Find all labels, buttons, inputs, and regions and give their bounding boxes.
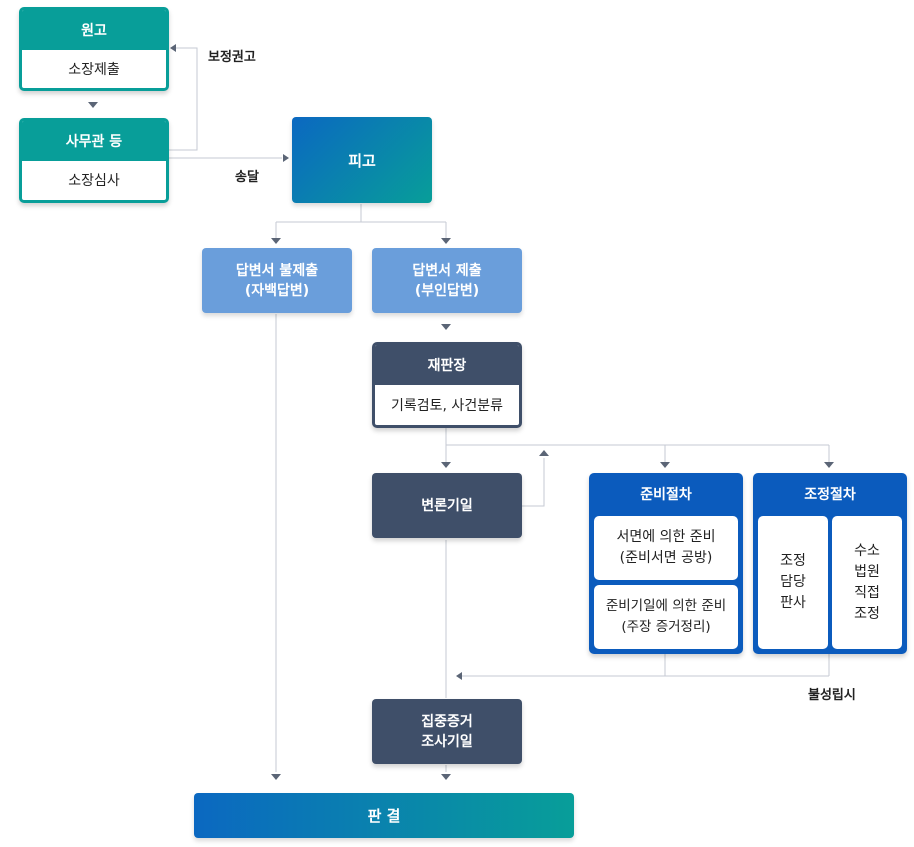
mediation-item2-line4: 조정	[854, 605, 880, 622]
presiding-body: 기록검토, 사건분류	[391, 398, 503, 414]
mediation-judge-box: 조정 담당 판사	[758, 516, 828, 649]
preparation-item1-line1: 서면에 의한 준비	[616, 529, 716, 545]
mediation-item2-line1: 수소	[854, 542, 880, 559]
mediation-title: 조정절차	[804, 487, 856, 503]
mediation-item2-line3: 직접	[854, 584, 880, 601]
answer-line1: 답변서 제출	[412, 262, 482, 279]
mediation-panel: 조정절차 조정 담당 판사 수소 법원 직접 조정	[753, 473, 907, 654]
preparation-hearing-box: 준비기일에 의한 준비 (주장 증거정리)	[594, 585, 738, 649]
hearing-box: 변론기일	[372, 473, 522, 538]
delivery-label: 송달	[235, 170, 259, 185]
intensive-line2: 조사기일	[421, 733, 473, 750]
mediation-item1-line3: 판사	[780, 595, 806, 611]
hearing-title: 변론기일	[421, 497, 473, 514]
preparation-item2-line1: 준비기일에 의한 준비	[605, 598, 727, 614]
clerk-box: 사무관 등 소장심사	[19, 118, 169, 203]
intensive-evidence-box: 집중증거 조사기일	[372, 699, 522, 764]
preparation-written-box: 서면에 의한 준비 (준비서면 공방)	[594, 516, 738, 580]
preparation-item1-line2: (준비서면 공방)	[619, 550, 713, 566]
mediation-court-box: 수소 법원 직접 조정	[832, 516, 902, 649]
preparation-title: 준비절차	[640, 487, 692, 503]
correction-label: 보정권고	[208, 50, 256, 65]
failure-label: 불성립시	[808, 688, 856, 703]
mediation-item1-line2: 담당	[780, 574, 806, 590]
mediation-item2-line2: 법원	[854, 563, 880, 580]
preparation-panel: 준비절차 서면에 의한 준비 (준비서면 공방) 준비기일에 의한 준비 (주장…	[589, 473, 743, 654]
judgment-title: 판 결	[367, 807, 401, 825]
clerk-body: 소장심사	[68, 173, 120, 189]
intensive-line1: 집중증거	[421, 713, 473, 730]
plaintiff-box: 원고 소장제출	[19, 7, 169, 91]
presiding-title: 재판장	[375, 345, 519, 385]
defendant-title: 피고	[348, 151, 376, 170]
plaintiff-body: 소장제출	[68, 62, 120, 78]
presiding-judge-box: 재판장 기록검토, 사건분류	[372, 342, 522, 428]
answer-line2: (부인답변)	[414, 282, 480, 299]
answer-box: 답변서 제출 (부인답변)	[372, 248, 522, 313]
clerk-title: 사무관 등	[22, 121, 166, 161]
no-answer-line1: 답변서 불제출	[235, 262, 319, 279]
judgment-box: 판 결	[194, 793, 574, 838]
no-answer-box: 답변서 불제출 (자백답변)	[202, 248, 352, 313]
defendant-box: 피고	[292, 117, 432, 203]
mediation-item1-line1: 조정	[780, 553, 806, 569]
no-answer-line2: (자백답변)	[244, 282, 310, 299]
plaintiff-title: 원고	[22, 10, 166, 50]
preparation-item2-line2: (주장 증거정리)	[621, 619, 711, 635]
